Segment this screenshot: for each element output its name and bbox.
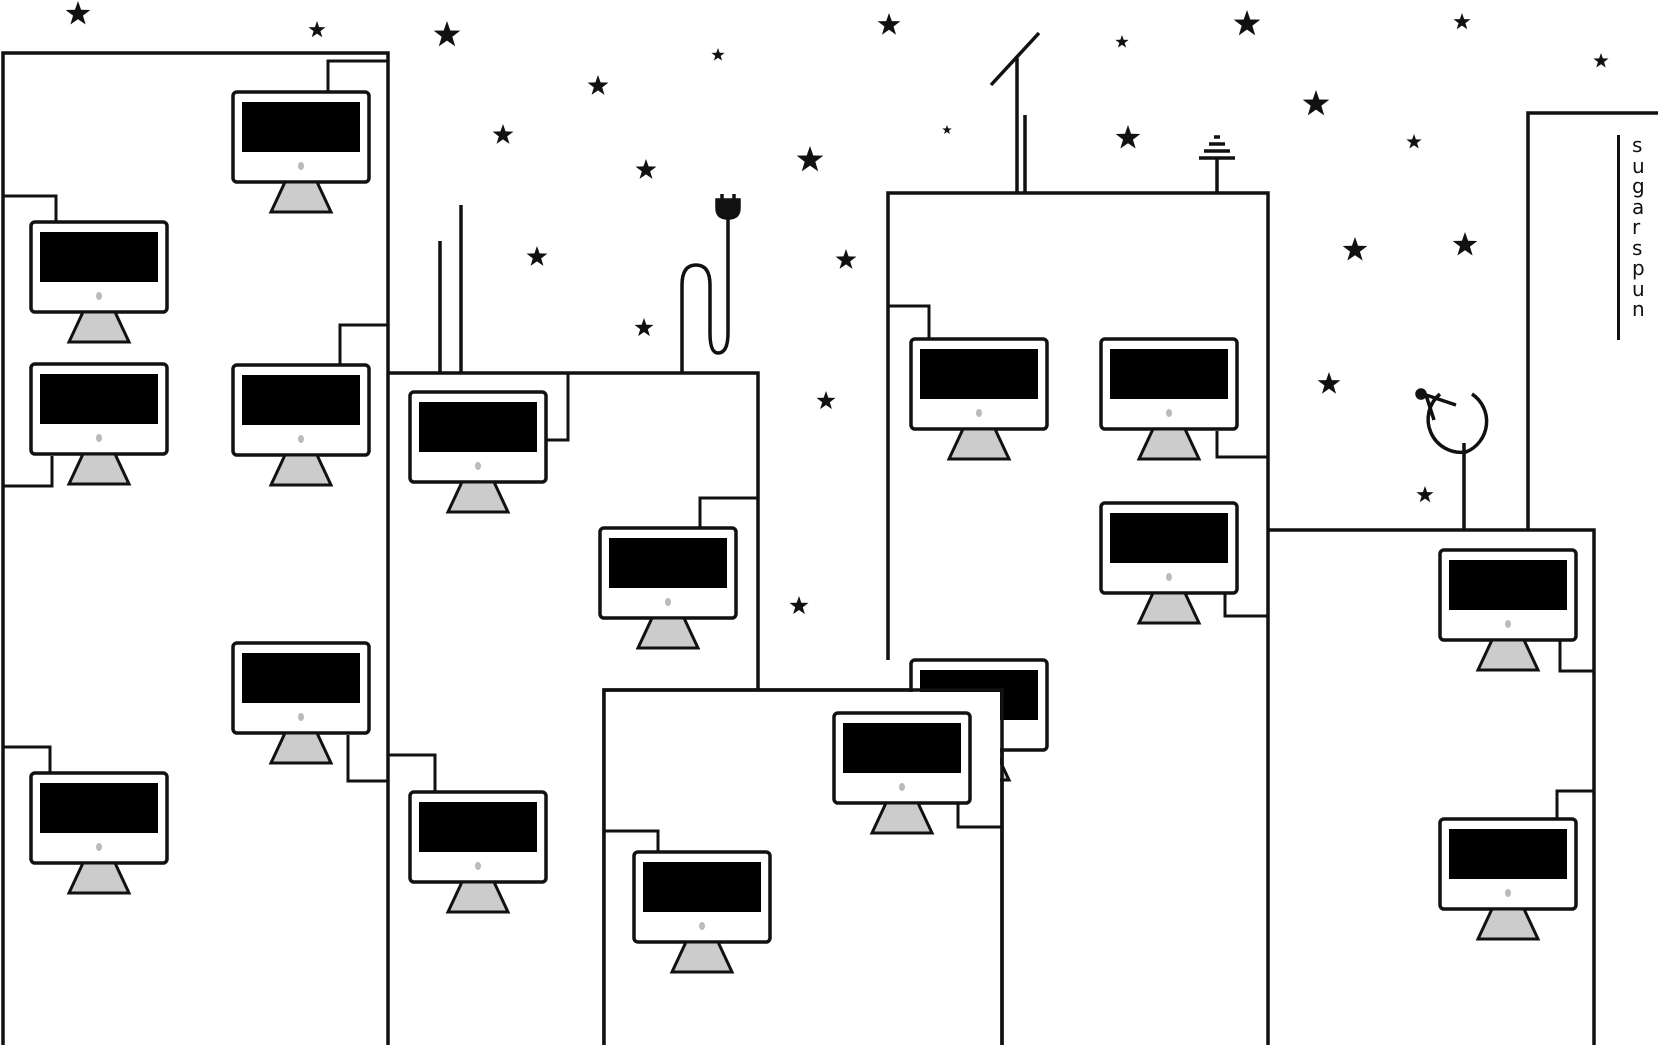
tower-6-outline (1526, 111, 1658, 530)
tower-2-outline (388, 371, 760, 690)
star-icon (1593, 53, 1609, 68)
artist-signature: sugarspun (1617, 135, 1647, 340)
tower-1-outline (1, 51, 390, 1045)
star-icon (877, 13, 901, 35)
star-icon (942, 125, 952, 135)
power-plug-icon (680, 194, 741, 373)
star-icon (816, 391, 836, 410)
star-icon (1233, 10, 1261, 36)
monitor (909, 337, 1049, 461)
star-icon (308, 21, 326, 38)
star-icon (526, 246, 548, 266)
star-icon (711, 48, 725, 61)
star-icon (835, 249, 857, 269)
satellite-dish-icon (1415, 388, 1489, 530)
star-icon (1406, 134, 1422, 149)
star-icon (635, 159, 657, 179)
tower-3-outline-front (602, 688, 1004, 1045)
star-icon (1453, 13, 1471, 30)
monitor (1438, 817, 1578, 941)
star-icon (65, 1, 91, 25)
tv-antenna-icon (989, 31, 1041, 193)
star-icon (587, 75, 609, 95)
star-icon (634, 318, 654, 337)
star-icon (789, 596, 809, 615)
tower-4-outline (886, 191, 1270, 1045)
monitor (1099, 501, 1239, 625)
monitor (29, 771, 169, 895)
star-icon (1342, 237, 1368, 261)
monitor (408, 790, 548, 914)
monitor (1438, 548, 1578, 672)
monitor (408, 390, 548, 514)
antenna-icon (438, 205, 463, 373)
star-icon (1115, 35, 1129, 48)
monitor (231, 363, 371, 487)
star-icon (492, 124, 514, 144)
monitor (231, 90, 371, 214)
monitor (598, 526, 738, 650)
star-icon (1115, 125, 1141, 149)
star-icon (433, 21, 461, 47)
monitors (29, 90, 1578, 1045)
radio-mast-icon (1199, 135, 1235, 193)
star-icon (796, 146, 824, 172)
monitor (29, 220, 169, 344)
roof-objects (438, 31, 1489, 530)
star-icon (1452, 232, 1478, 256)
star-icon (1416, 486, 1434, 503)
star-icon (1317, 372, 1341, 394)
tower-5-outline (1268, 528, 1596, 1045)
star-icon (1302, 90, 1330, 116)
